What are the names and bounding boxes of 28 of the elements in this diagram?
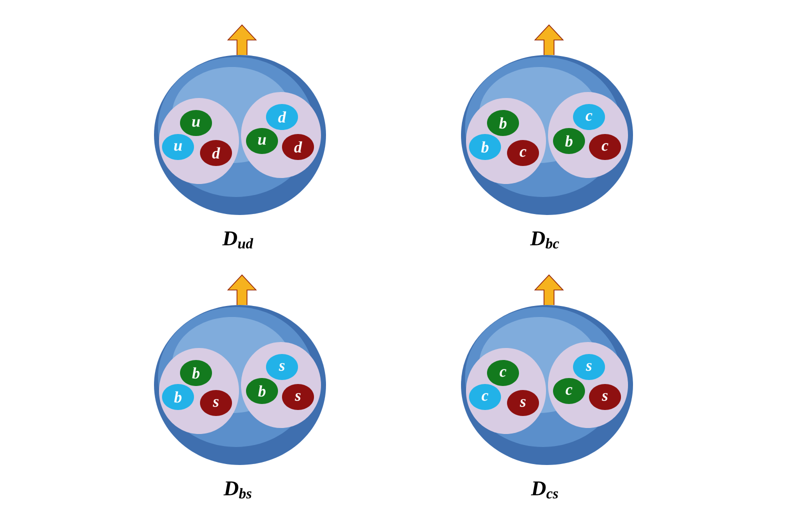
quark-ball: u [180,110,212,136]
quark-ball: b [487,110,519,136]
quark-ball: c [589,134,621,160]
quark-ball: b [162,384,194,410]
quark-ball: d [200,140,232,166]
quark-ball: s [589,384,621,410]
quark-ball: b [553,128,585,154]
quark-ball: s [200,390,232,416]
quark-ball: s [507,390,539,416]
quark-ball: u [246,128,278,154]
quark-ball: b [180,360,212,386]
quark-ball: s [573,354,605,380]
particle-label: D$_{cs}$ [530,482,558,498]
particle-label: D$_{bs}$ [223,481,252,499]
quark-ball: s [266,354,298,380]
quark-ball: c [553,378,585,404]
quark-ball: c [573,104,605,130]
quark-ball: c [507,140,539,166]
quark-ball: b [469,134,501,160]
quark-ball: d [266,104,298,130]
quark-ball: s [282,384,314,410]
quark-ball: b [246,378,278,404]
quark-ball: u [162,134,194,160]
particle-label: D$_{bc}$ [530,231,560,249]
particle-label: D$_{ud}$ [222,231,254,249]
quark-ball: c [469,384,501,410]
quark-ball: c [487,360,519,386]
quark-ball: d [282,134,314,160]
